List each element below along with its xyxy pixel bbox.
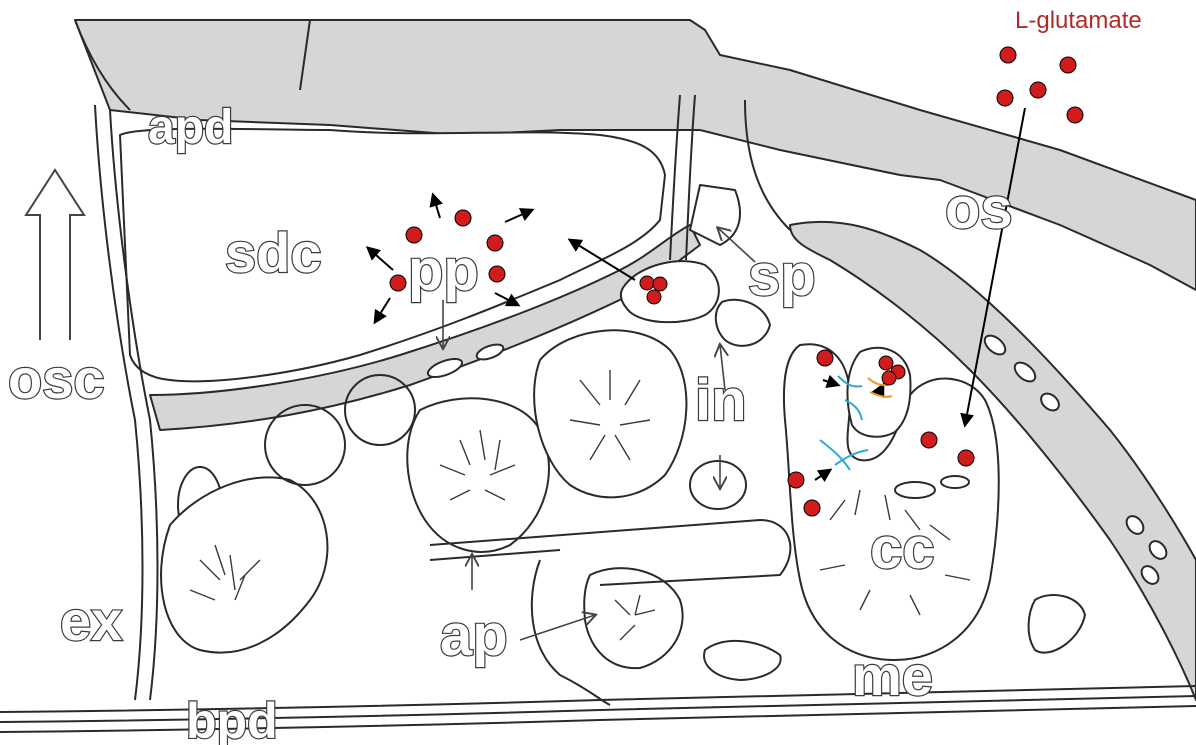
glutamate-dot [489,266,505,282]
glutamate-dot [1067,107,1083,123]
glutamate-dot [487,235,503,251]
label-bpd: bpd [186,693,278,745]
glutamate-dot [817,350,833,366]
glutamate-dot [390,275,406,291]
glutamate-dot [958,450,974,466]
label-sdc: sdc [225,221,322,284]
glutamate-dot [921,432,937,448]
label-apd: apd [148,101,233,154]
glutamate-dot [1000,47,1016,63]
ex-cell [161,405,345,653]
glutamate-dot [653,277,667,291]
label-me: me [852,644,933,707]
glutamate-dot [997,90,1013,106]
glutamate-dot [804,500,820,516]
label-ap: ap [440,603,508,668]
title-l-glutamate: L-glutamate [1015,7,1142,34]
glutamate-dot [882,371,896,385]
glutamate-dot [640,276,654,290]
label-pp: pp [408,238,479,303]
glutamate-dot [455,210,471,226]
label-osc: osc [8,347,105,410]
glutamate-dot [1030,82,1046,98]
glutamate-dot [788,472,804,488]
label-os: os [945,176,1013,241]
cell-3 [534,330,686,497]
bottom-band [0,686,1196,732]
label-ex: ex [60,589,122,652]
label-in: in [695,368,747,433]
label-cc: cc [870,516,935,581]
glutamate-dot [1060,57,1076,73]
glutamate-dot [647,290,661,304]
label-sp: sp [748,243,816,308]
glutamate-dot [879,356,893,370]
cell-2 [345,375,549,552]
